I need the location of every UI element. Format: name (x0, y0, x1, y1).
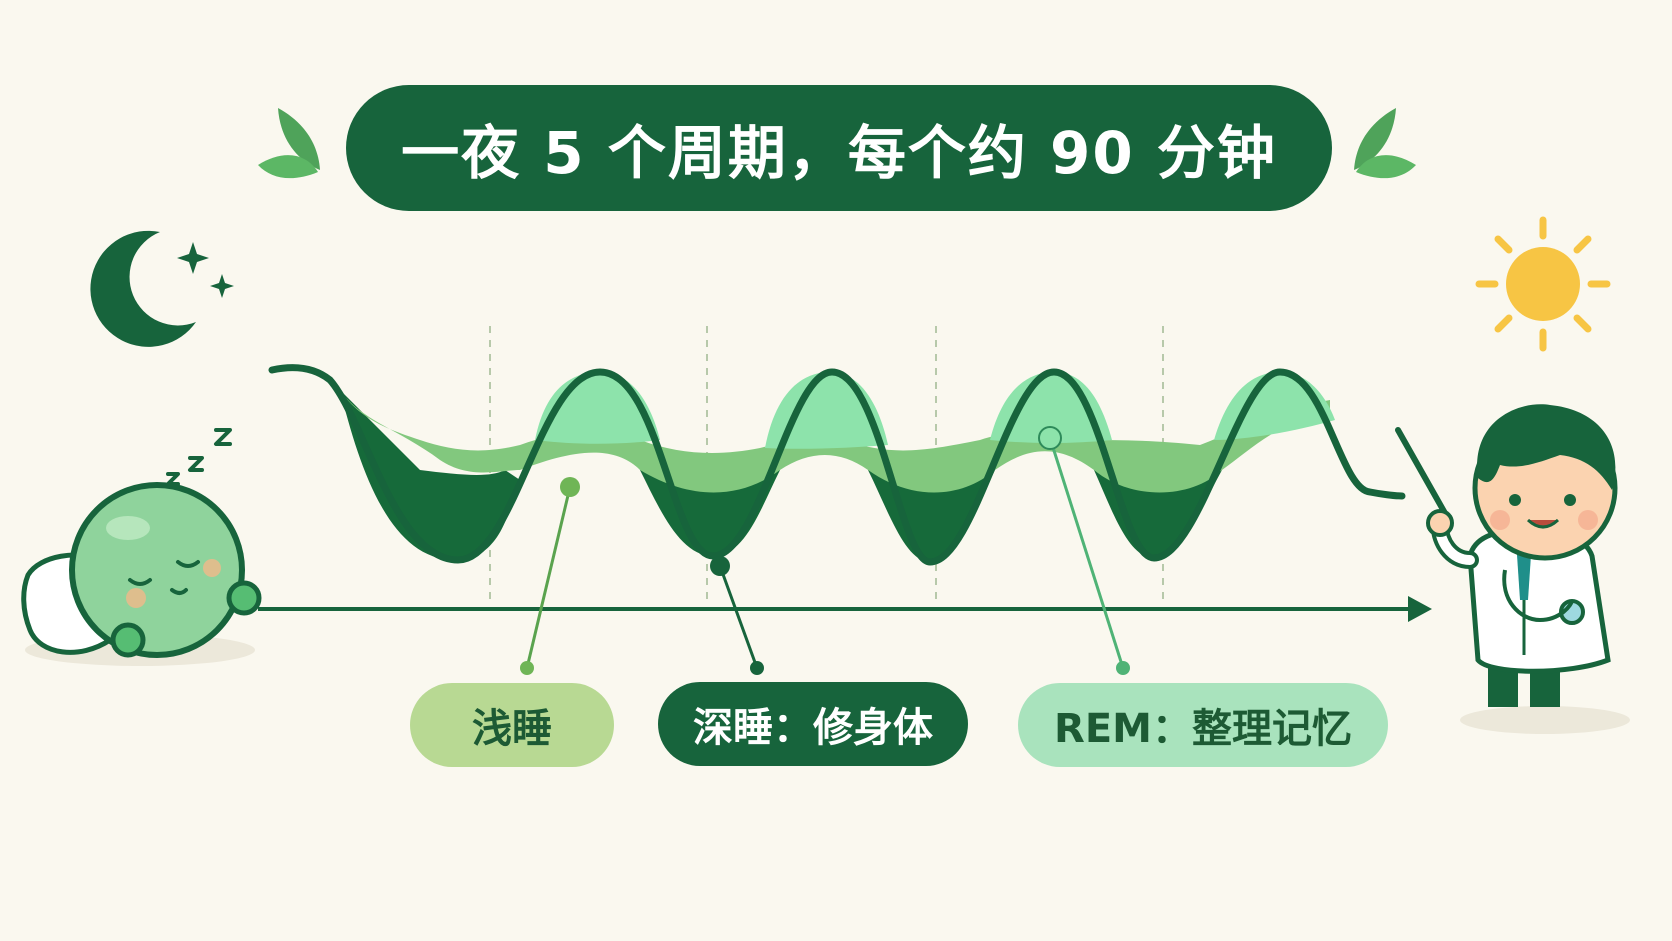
rem-sleep-label: REM：整理记忆 (1018, 683, 1388, 767)
deep-sleep-callout (710, 556, 764, 675)
moon-icon (90, 230, 196, 347)
zzz-icon (166, 428, 232, 486)
page-title: 一夜 5 个周期，每个约 90 分钟 (346, 85, 1332, 211)
light-sleep-callout (520, 477, 580, 675)
cycle-divider-lines (489, 326, 1164, 605)
rem-sleep-callout (1038, 426, 1130, 675)
sun-icon (1475, 216, 1611, 352)
leaf-icon (258, 108, 320, 179)
deep-sleep-label: 深睡：修身体 (658, 682, 968, 766)
sparkle-icon (177, 242, 234, 298)
sleeping-character-icon (21, 428, 262, 666)
leaf-icon (1354, 108, 1416, 179)
sleep-depth-curve (268, 364, 1406, 566)
light-sleep-label: 浅睡 (410, 683, 614, 767)
time-axis-arrow (258, 596, 1432, 622)
doctor-character-icon (1395, 404, 1630, 734)
